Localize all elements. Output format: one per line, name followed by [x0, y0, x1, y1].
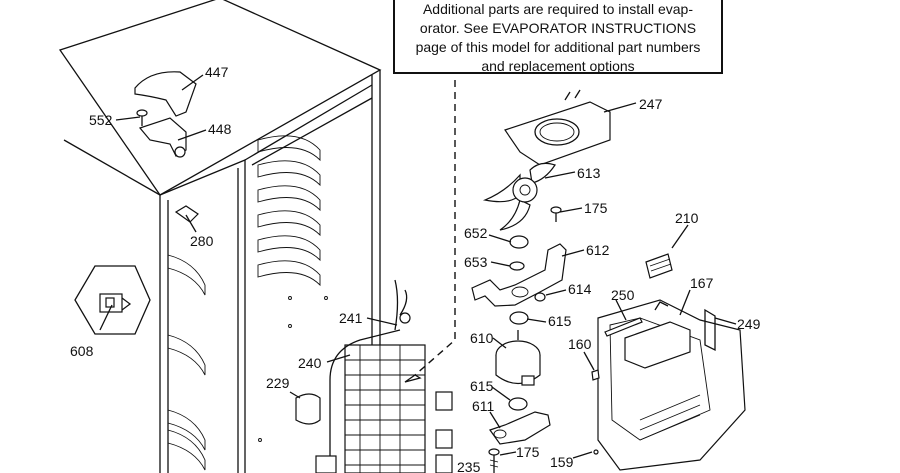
label-608: 608	[70, 343, 94, 359]
label-280: 280	[190, 233, 214, 249]
label-210: 210	[675, 210, 699, 226]
label-159: 159	[550, 454, 574, 470]
label-615-bottom: 615	[470, 378, 494, 394]
part-447-cover	[134, 71, 197, 117]
part-175-screw-bottom	[488, 448, 500, 473]
note-line-4: and replacement options	[481, 58, 635, 74]
part-615-grommet-bottom	[508, 397, 528, 411]
part-210-pad	[645, 253, 673, 279]
label-614: 614	[568, 281, 592, 297]
leader-lines	[99, 74, 737, 459]
part-552-screw	[136, 109, 148, 126]
label-235: 235	[457, 459, 481, 473]
part-611-bracket	[489, 411, 551, 445]
label-612: 612	[586, 242, 610, 258]
label-448: 448	[208, 121, 232, 137]
part-652-grommet	[509, 235, 529, 249]
note-line-1: Additional parts are required to install…	[422, 1, 694, 17]
part-653-washer	[509, 261, 525, 271]
part-247-fan-cover	[504, 89, 611, 166]
label-175-bottom: 175	[516, 444, 540, 460]
label-167: 167	[690, 275, 714, 291]
part-615-grommet-top	[509, 311, 529, 325]
label-615-top: 615	[548, 313, 572, 329]
label-229: 229	[266, 375, 290, 391]
label-613: 613	[577, 165, 601, 181]
part-614-clip	[534, 292, 546, 302]
label-447: 447	[205, 64, 229, 80]
part-608-switch-detail	[74, 265, 151, 335]
note-line-3: page of this model for additional part n…	[415, 39, 701, 55]
note-line-2: orator. See EVAPORATOR INSTRUCTIONS	[419, 20, 697, 36]
label-249: 249	[737, 316, 761, 332]
part-280-plug	[174, 205, 199, 223]
shelf-ribs	[257, 135, 321, 287]
label-240: 240	[298, 355, 322, 371]
callout-labels: 447 552 448 280 608 247 613 175 210 652 …	[70, 64, 761, 473]
label-611: 611	[472, 398, 495, 414]
part-612-bracket	[471, 243, 567, 307]
part-160-tab	[591, 369, 600, 381]
part-175-screw-top	[550, 206, 562, 222]
part-167-damper	[624, 301, 691, 369]
part-610-fan-motor	[495, 330, 541, 386]
label-241: 241	[339, 310, 363, 326]
part-159-pin	[593, 449, 599, 455]
evaporator-note-box: Additional parts are required to install…	[393, 0, 723, 74]
label-247: 247	[639, 96, 663, 112]
label-610: 610	[470, 330, 494, 346]
label-250: 250	[611, 287, 635, 303]
label-160: 160	[568, 336, 592, 352]
evaporator-coil	[329, 279, 426, 473]
part-613-fan-blade	[482, 162, 556, 231]
label-652: 652	[464, 225, 488, 241]
part-250-strip	[604, 317, 643, 337]
label-175-top: 175	[584, 200, 608, 216]
label-552: 552	[89, 112, 113, 128]
part-229-sleeve	[295, 393, 321, 425]
label-653: 653	[464, 254, 488, 270]
